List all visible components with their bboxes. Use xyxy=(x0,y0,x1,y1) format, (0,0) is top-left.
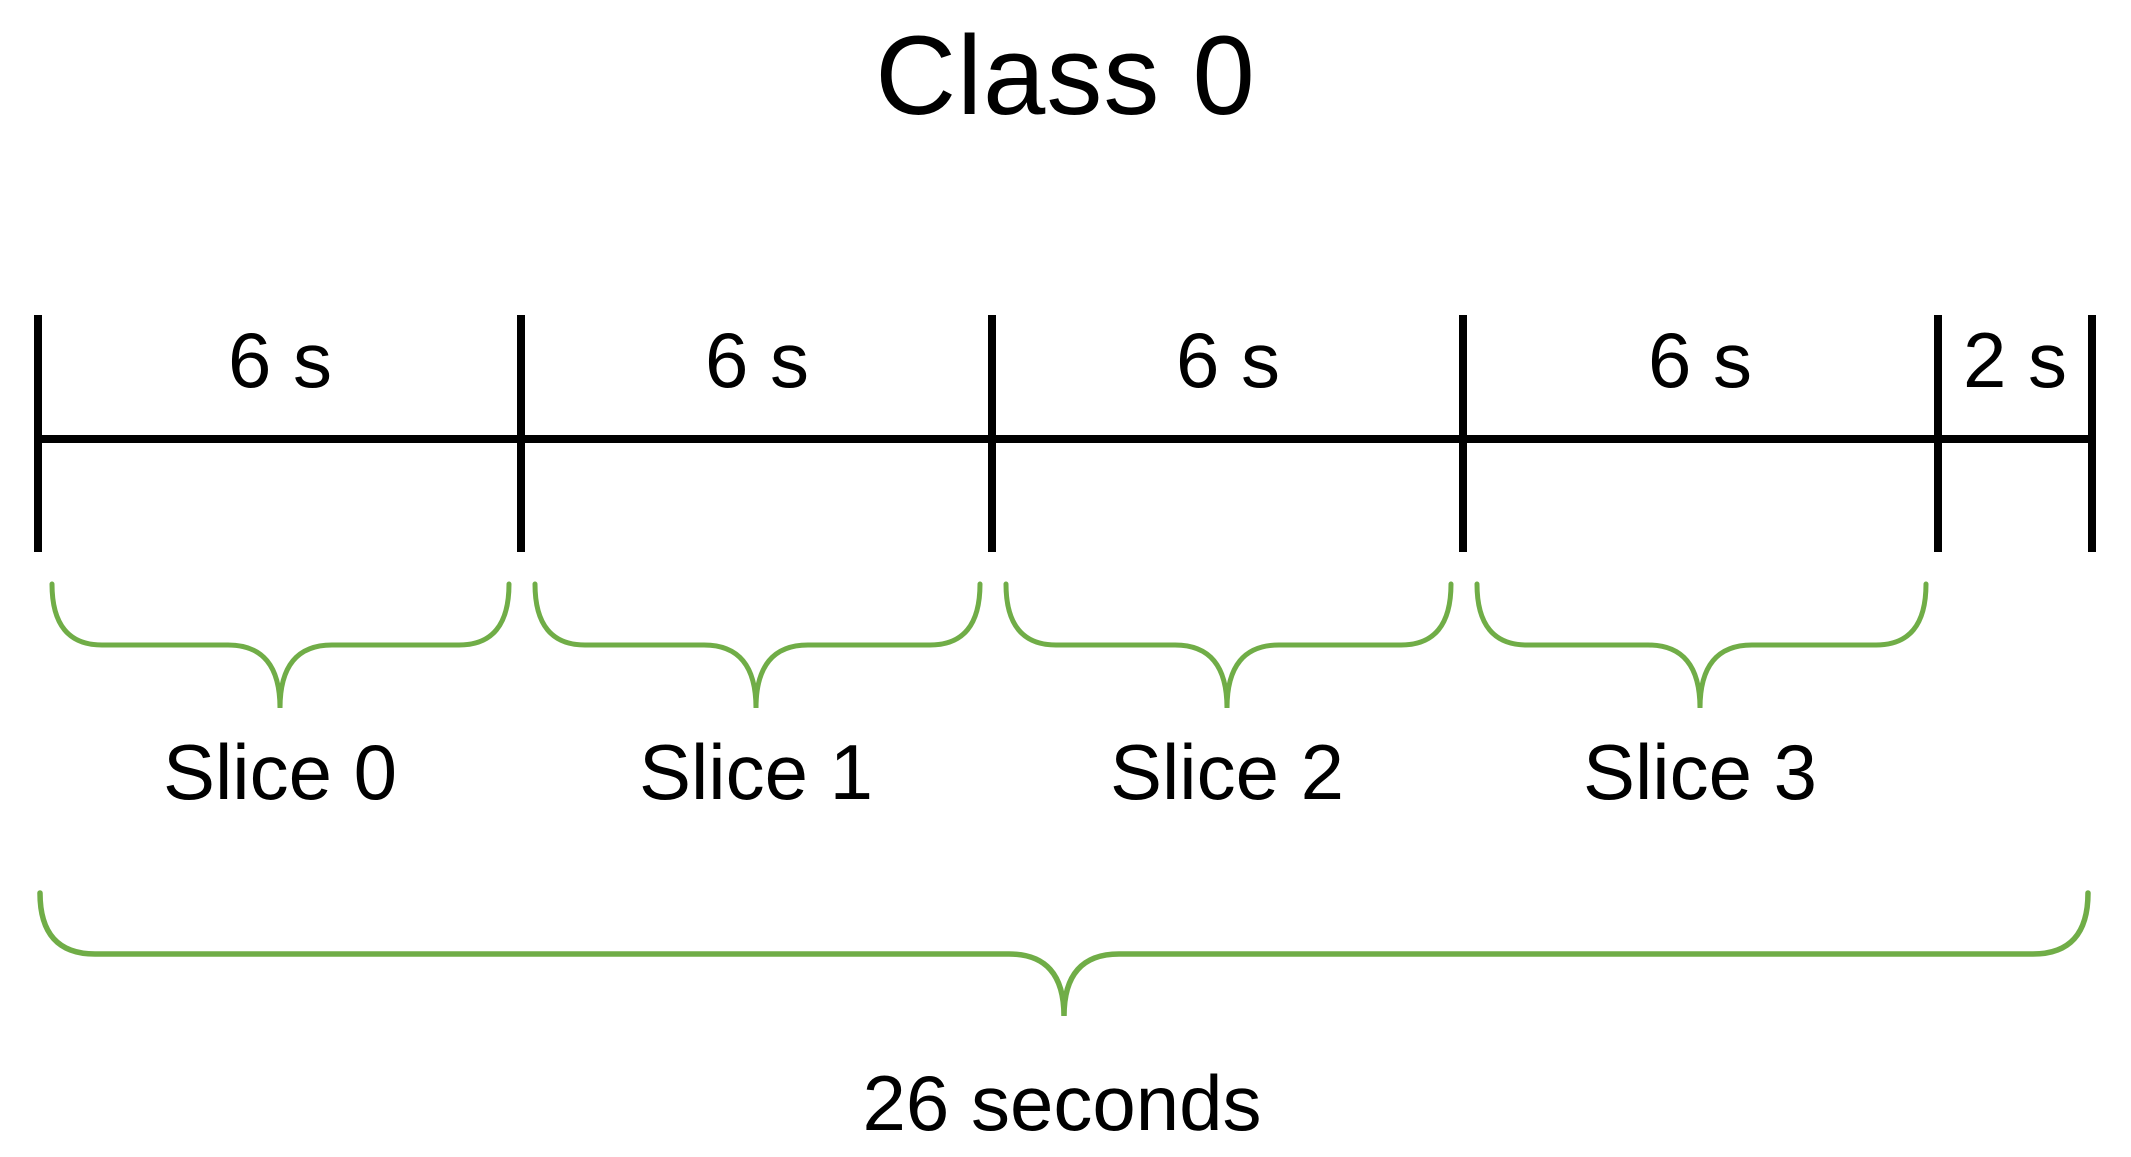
timeline-tick-0 xyxy=(34,315,42,552)
slice-0-label: Slice 0 xyxy=(162,728,398,816)
timeline-tick-5 xyxy=(2088,315,2096,552)
segment-duration-label-0: 6 s xyxy=(227,316,333,404)
slice-2-label: Slice 2 xyxy=(1109,728,1345,816)
timeline-tick-2 xyxy=(988,315,996,552)
slice-2-brace xyxy=(1003,581,1454,709)
segment-duration-label-4: 2 s xyxy=(1962,316,2068,404)
timeline-axis xyxy=(34,435,2096,443)
total-duration-brace xyxy=(37,890,2091,1017)
slice-3-brace xyxy=(1474,581,1929,709)
timeline-tick-3 xyxy=(1459,315,1467,552)
diagram-title: Class 0 xyxy=(875,13,1256,138)
slice-3-label: Slice 3 xyxy=(1582,728,1818,816)
segment-duration-label-2: 6 s xyxy=(1175,316,1281,404)
slice-1-brace xyxy=(532,581,983,709)
timeline-tick-1 xyxy=(517,315,525,552)
slice-1-label: Slice 1 xyxy=(638,728,874,816)
segment-duration-label-3: 6 s xyxy=(1647,316,1753,404)
slice-0-brace xyxy=(49,581,512,709)
segment-duration-label-1: 6 s xyxy=(704,316,810,404)
timeline-tick-4 xyxy=(1934,315,1942,552)
total-duration-label: 26 seconds xyxy=(862,1059,1262,1147)
